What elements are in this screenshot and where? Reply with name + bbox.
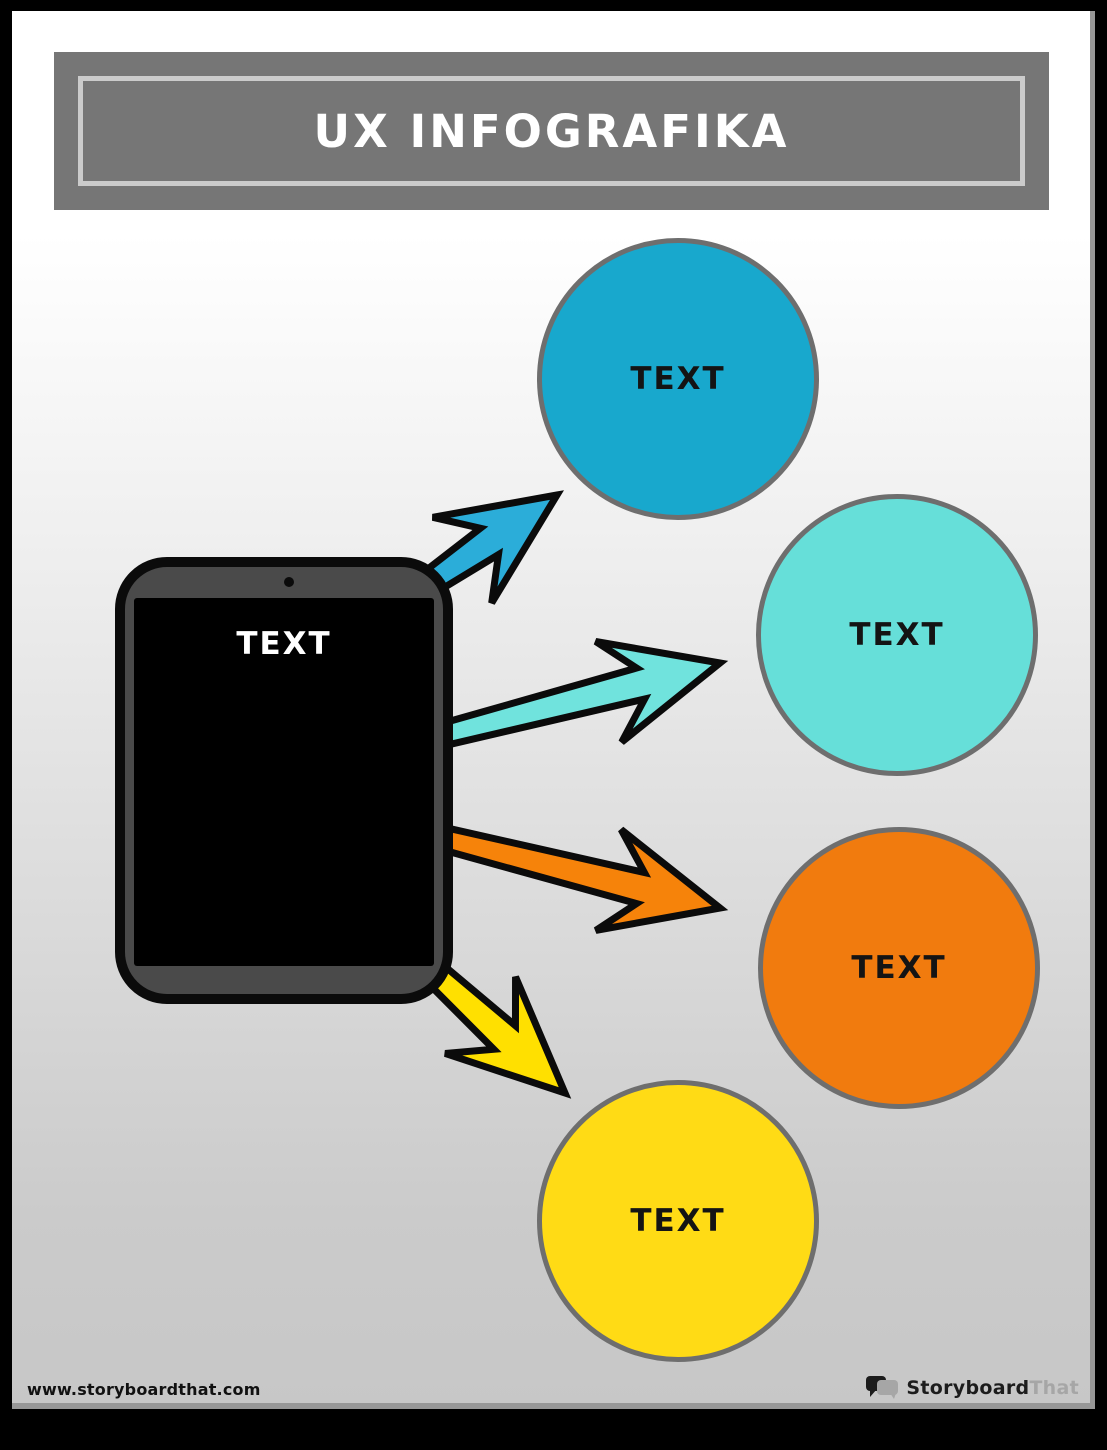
tablet-text-placeholder: TEXT [236, 626, 332, 662]
connector-arrows [405, 490, 729, 1099]
poster-canvas: UX INFOGRAFIKA TEXT TEXT TEXT TEXT [12, 11, 1095, 1409]
node-circle-orange: TEXT [758, 827, 1040, 1109]
node-circle-teal: TEXT [756, 494, 1038, 776]
brand-text: StoryboardThat [906, 1377, 1079, 1399]
header-inner-frame: UX INFOGRAFIKA [78, 76, 1025, 186]
arrow-teal-icon [432, 638, 729, 751]
storyboardthat-logo: StoryboardThat [866, 1375, 1079, 1401]
tablet-device: TEXT [115, 557, 453, 1004]
footer-url: www.storyboardthat.com [27, 1380, 261, 1399]
page-title: UX INFOGRAFIKA [313, 104, 790, 158]
node-label: TEXT [630, 361, 726, 397]
node-label: TEXT [630, 1203, 726, 1239]
node-circle-yellow: TEXT [537, 1080, 819, 1362]
tablet-screen: TEXT [134, 598, 434, 966]
arrow-orange-icon [431, 822, 729, 934]
node-label: TEXT [851, 950, 947, 986]
speech-bubbles-icon [866, 1376, 899, 1399]
brand-primary: Storyboard [906, 1377, 1030, 1399]
header-banner: UX INFOGRAFIKA [54, 52, 1049, 210]
tablet-camera-icon [284, 577, 294, 587]
node-circle-blue: TEXT [537, 238, 819, 520]
node-label: TEXT [849, 617, 945, 653]
brand-secondary: That [1029, 1377, 1079, 1399]
